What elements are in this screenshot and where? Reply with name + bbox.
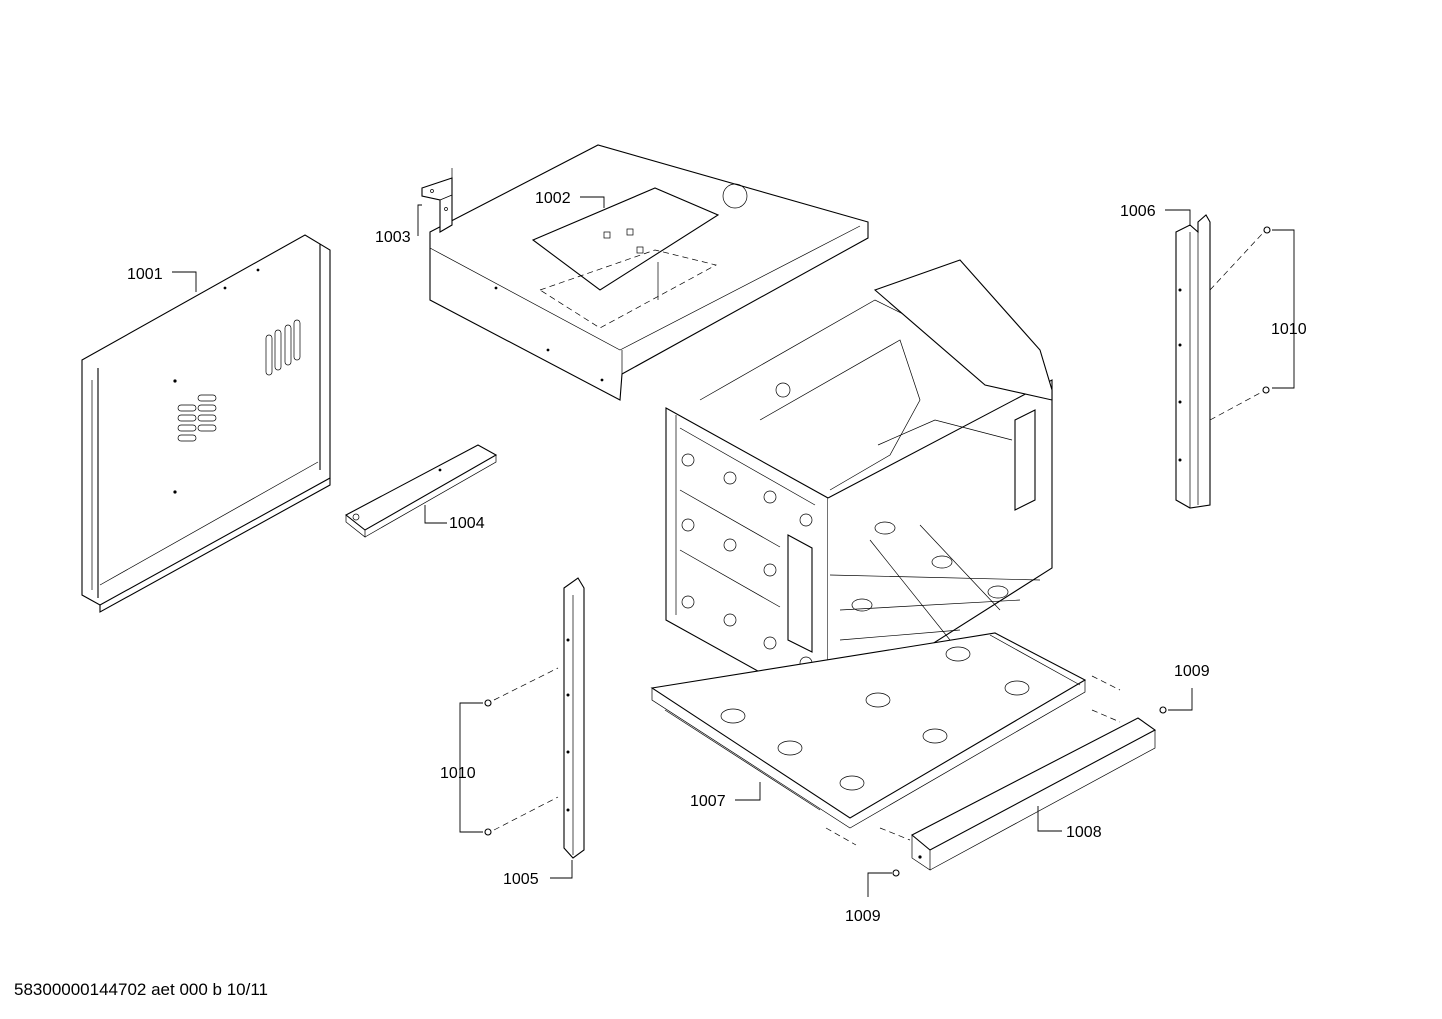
- part-1007-bottom-tray: [650, 632, 1087, 829]
- callout-labels: 1001 1002 1003 1004 1005 1006 1007 1008 …: [127, 190, 1307, 925]
- callout-1006: 1006: [1120, 203, 1156, 220]
- screw-1010-right-bottom: [1209, 386, 1270, 421]
- screw-1010-left-bottom: [484, 796, 559, 836]
- callout-1005: 1005: [503, 871, 539, 888]
- callout-1009-top: 1009: [1174, 663, 1210, 680]
- part-1004-rail: [344, 444, 498, 538]
- callout-1009-bottom: 1009: [845, 908, 881, 925]
- callout-1002: 1002: [535, 190, 571, 207]
- screw-1009-top: [1091, 675, 1167, 723]
- callout-1003: 1003: [375, 229, 411, 246]
- callout-1007: 1007: [690, 793, 726, 810]
- part-1003-bracket: [421, 168, 453, 233]
- leader-lines: [172, 196, 1295, 897]
- callout-1004: 1004: [449, 515, 485, 532]
- part-1005-rail: [563, 577, 585, 859]
- callout-1010-left: 1010: [440, 765, 476, 782]
- screw-1009-bottom: [825, 827, 911, 877]
- part-1006-rail: [1175, 214, 1211, 509]
- part-1002-top-cover: [429, 144, 869, 401]
- screw-1010-left-top: [484, 667, 559, 707]
- screws: [484, 226, 1271, 877]
- document-footer-code: 58300000144702 aet 000 b 10/11: [14, 980, 268, 999]
- part-1008-front-rail: [911, 717, 1157, 871]
- oven-cavity: [665, 259, 1053, 711]
- callout-1010-right: 1010: [1271, 321, 1307, 338]
- callout-1008: 1008: [1066, 824, 1102, 841]
- callout-1001: 1001: [127, 266, 163, 283]
- screw-1010-right-top: [1209, 226, 1271, 291]
- part-1001-side-panel: [81, 234, 331, 613]
